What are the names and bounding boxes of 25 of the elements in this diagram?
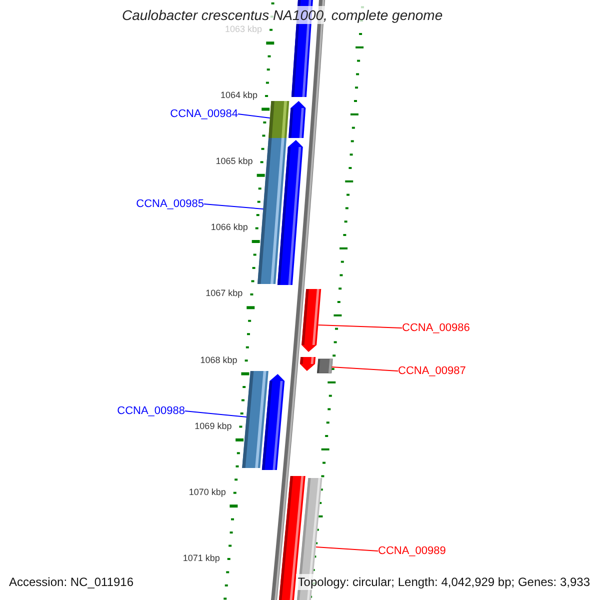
gene-label: CCNA_00988 [117,404,185,418]
gene-label: CCNA_00985 [136,197,204,211]
scale-label: 1070 kbp [188,486,226,498]
scale-label: 1069 kbp [194,420,232,432]
scale-label: 1067 kbp [206,288,243,300]
gene-feature [242,371,268,468]
leader-line [318,324,402,328]
leader-line [315,546,378,552]
scale-label: 1066 kbp [210,222,248,234]
scale-label: 1071 kbp [182,552,220,564]
gene-label: CCNA_00989 [378,544,446,558]
gene-feature [316,358,333,374]
scale-label: 1065 kbp [216,156,253,168]
gene-label: CCNA_00984 [170,107,238,121]
gene-label: CCNA_00986 [402,321,470,335]
gene-feature [302,289,322,352]
gene-label: CCNA_00987 [398,364,466,378]
genome-info-text: Topology: circular; Length: 4,042,929 bp; Genes: 3,933 [296,574,592,590]
scale-label: 1064 kbp [220,90,258,101]
leader-line [184,410,248,418]
gene-feature [268,101,290,138]
accession-text: Accession: NC_011916 [9,574,134,590]
scale-label: 1068 kbp [200,354,238,366]
gene-feature [258,138,287,284]
leader-line [331,366,398,372]
